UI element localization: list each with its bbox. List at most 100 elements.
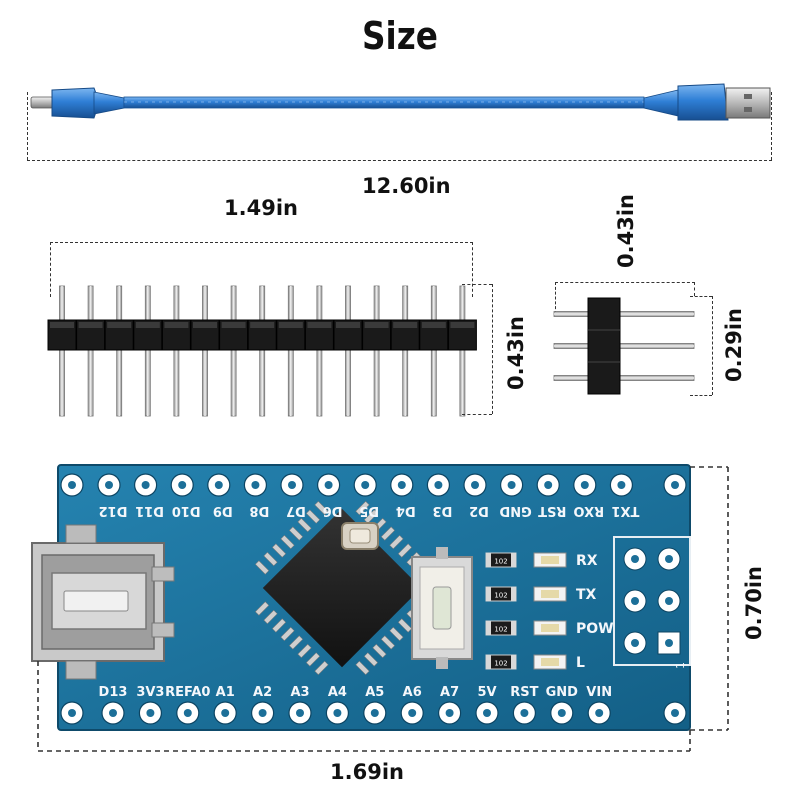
long-header-pin: [190, 285, 220, 417]
bottom-pin-label: A1: [216, 685, 235, 700]
smd-led: [533, 620, 567, 636]
icsp-pad: [623, 631, 647, 655]
pin-pad: [101, 701, 125, 725]
long-header-dim-line: [50, 242, 473, 243]
long-header-pin: [219, 285, 249, 417]
long-header-pin: [133, 285, 163, 417]
smd-resistor: 102: [485, 620, 517, 636]
smd-resistor: 102: [485, 552, 517, 568]
long-header-width-label: 1.49in: [224, 196, 298, 220]
pin-pad: [363, 701, 387, 725]
top-pin-label: D11: [135, 503, 164, 518]
bottom-pin-label: A7: [440, 685, 459, 700]
pin-pad: [400, 701, 424, 725]
pin-pad: [134, 473, 158, 497]
long-header-pin: [333, 285, 363, 417]
bottom-pin-label: A5: [365, 685, 384, 700]
top-pin-label: D2: [469, 503, 489, 518]
pin-pad: [60, 701, 84, 725]
top-pin-label: GND: [499, 503, 532, 518]
cable-dim-left: [27, 92, 28, 160]
icsp-pad: [657, 631, 681, 655]
pin-pad: [463, 473, 487, 497]
pin-pad: [243, 473, 267, 497]
bottom-pin-label: VIN: [586, 685, 612, 700]
pin-pad: [317, 473, 341, 497]
top-pin-label: D10: [172, 503, 201, 518]
pin-pad: [390, 473, 414, 497]
pin-pad: [288, 701, 312, 725]
pin-pad: [426, 473, 450, 497]
board-height-label: 0.70in: [742, 566, 766, 640]
top-pin-label: D5: [359, 503, 379, 518]
icsp-pad: [623, 589, 647, 613]
top-pin-label: D6: [323, 503, 343, 518]
short-header-pin: [553, 311, 695, 317]
long-header-height-label: 0.43in: [504, 316, 528, 390]
cable-length-label: 12.60in: [362, 174, 451, 198]
pin-pad: [609, 473, 634, 497]
long-header-pin: [47, 285, 77, 417]
short-pin-header: [553, 297, 695, 395]
usb-cable: [30, 83, 771, 121]
mini-usb-connector: [31, 524, 175, 680]
short-header-dim-right: [694, 282, 695, 296]
reset-button: [411, 547, 473, 669]
short-header-dim-left: [555, 282, 556, 314]
long-header-pin: [276, 285, 306, 417]
icsp-pin1-mark: 1: [674, 662, 687, 669]
pin-pad: [353, 473, 377, 497]
cable-body: [123, 96, 645, 109]
led-label: TX: [576, 587, 597, 603]
icsp-pad: [657, 589, 681, 613]
short-header-dim-line: [555, 282, 695, 283]
smd-led: [533, 654, 567, 670]
pin-pad: [97, 473, 121, 497]
short-header-h-line: [712, 296, 713, 395]
usb-a-housing: [677, 83, 729, 121]
pin-pad: [207, 473, 231, 497]
pin-pad: [663, 701, 687, 725]
long-header-pin: [76, 285, 106, 417]
long-header-pin: [161, 285, 191, 417]
pin-pad: [500, 473, 524, 497]
bottom-pin-label: A3: [290, 685, 309, 700]
smd-led: [533, 586, 567, 602]
led-label: RX: [576, 553, 598, 569]
top-pin-label: D9: [213, 503, 233, 518]
pin-pad: [536, 473, 560, 497]
long-header-pin: [419, 285, 449, 417]
long-header-pin: [390, 285, 420, 417]
bottom-pin-label: D13: [99, 685, 128, 700]
cable-dim-line: [27, 160, 772, 161]
bottom-pin-label: A2: [253, 685, 272, 700]
pin-pad: [213, 701, 237, 725]
short-header-width-label: 0.43in: [614, 194, 638, 268]
cable-dim-right: [771, 92, 772, 160]
long-header-dim-left: [50, 242, 51, 297]
top-pin-label: D7: [286, 503, 306, 518]
bottom-pin-label: A4: [328, 685, 347, 700]
pin-pad: [251, 701, 275, 725]
long-header-pin: [447, 285, 477, 417]
smd-resistor: 102: [485, 586, 517, 602]
bottom-pin-label: GND: [546, 685, 579, 700]
microcontroller-chip: [255, 501, 429, 675]
resistor-code: 102: [494, 592, 507, 600]
long-header-pin: [304, 285, 334, 417]
pin-pad: [573, 473, 597, 497]
smd-resistor: 102: [485, 654, 517, 670]
top-pin-label: RST: [538, 503, 566, 518]
icsp-header: [613, 536, 691, 666]
board-width-label: 1.69in: [330, 760, 404, 784]
mini-usb-housing: [51, 87, 98, 119]
pin-pad: [325, 701, 349, 725]
resistor-code: 102: [494, 558, 507, 566]
short-header-h-top: [690, 296, 712, 297]
pin-pad: [663, 473, 687, 497]
pin-pad: [280, 473, 304, 497]
bottom-pin-label: A6: [403, 685, 422, 700]
long-header-pin: [247, 285, 277, 417]
long-header-h-top: [462, 284, 492, 285]
led-label: L: [576, 655, 585, 671]
